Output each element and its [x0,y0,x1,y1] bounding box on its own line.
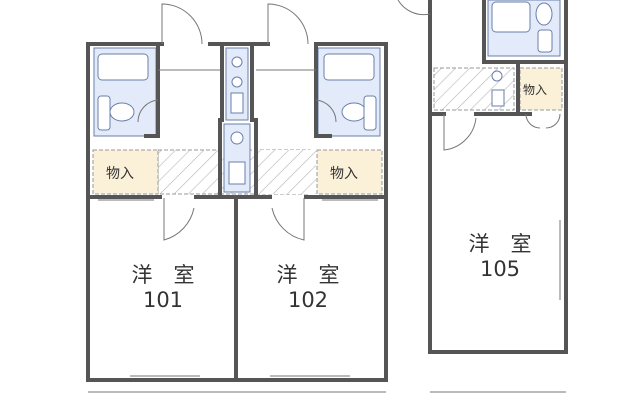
toilet-icon [341,102,367,122]
bath-door-101-icon [137,99,159,123]
washbasin-icon [363,95,377,131]
left-building [86,3,388,393]
storage-closet-102 [316,149,383,195]
closet-door-105-icon [525,113,561,129]
right-building [397,0,568,393]
storage-closet-105 [519,67,563,111]
storage-label-101: 物入 [106,166,134,182]
bathroom-unit-102 [317,47,381,137]
toilet-icon [535,2,553,26]
sink-icon [491,70,503,82]
room-number-101: 101 [143,288,183,312]
entry-door-105-icon [397,0,431,16]
washer-icon [230,131,244,145]
toilet-icon [109,102,135,122]
bath-door-102-icon [315,99,337,123]
wall-center-right [250,42,258,198]
sink-icon [231,76,243,88]
room-name-102: 洋 室 [277,263,340,287]
bathroom-unit-105 [487,0,561,107]
washbasin-icon [97,95,111,131]
wall-bath-101 [144,42,160,138]
storage-label-102: 物入 [330,166,358,182]
stove-icon [491,89,505,107]
room-door-105-icon [443,114,477,151]
room-door-101-icon [163,198,195,241]
room-number-102: 102 [288,288,328,312]
room-name-105: 洋 室 [469,232,532,256]
storage-closet-101 [92,149,159,195]
bathtub-icon [491,1,531,33]
entry-door-101-icon [161,3,203,45]
washer-box-icon [228,161,246,185]
room-number-105: 105 [480,257,520,281]
storage-label-105: 物入 [523,83,547,97]
central-utility-strip [223,47,251,193]
room-name-101: 洋 室 [132,263,195,287]
washbasin-icon [537,29,553,53]
bathroom-unit-101 [93,47,157,137]
room-door-102-icon [271,198,305,241]
stove-icon [230,92,244,114]
bathtub-icon [97,53,149,81]
sink-icon [231,56,243,68]
bathtub-icon [323,53,375,81]
wall-bath-102 [314,42,332,138]
wall-center-left [218,42,224,198]
wall-bath-105 [482,0,564,64]
entry-door-102-icon [267,3,309,45]
hatched-corridor-right [258,150,316,194]
